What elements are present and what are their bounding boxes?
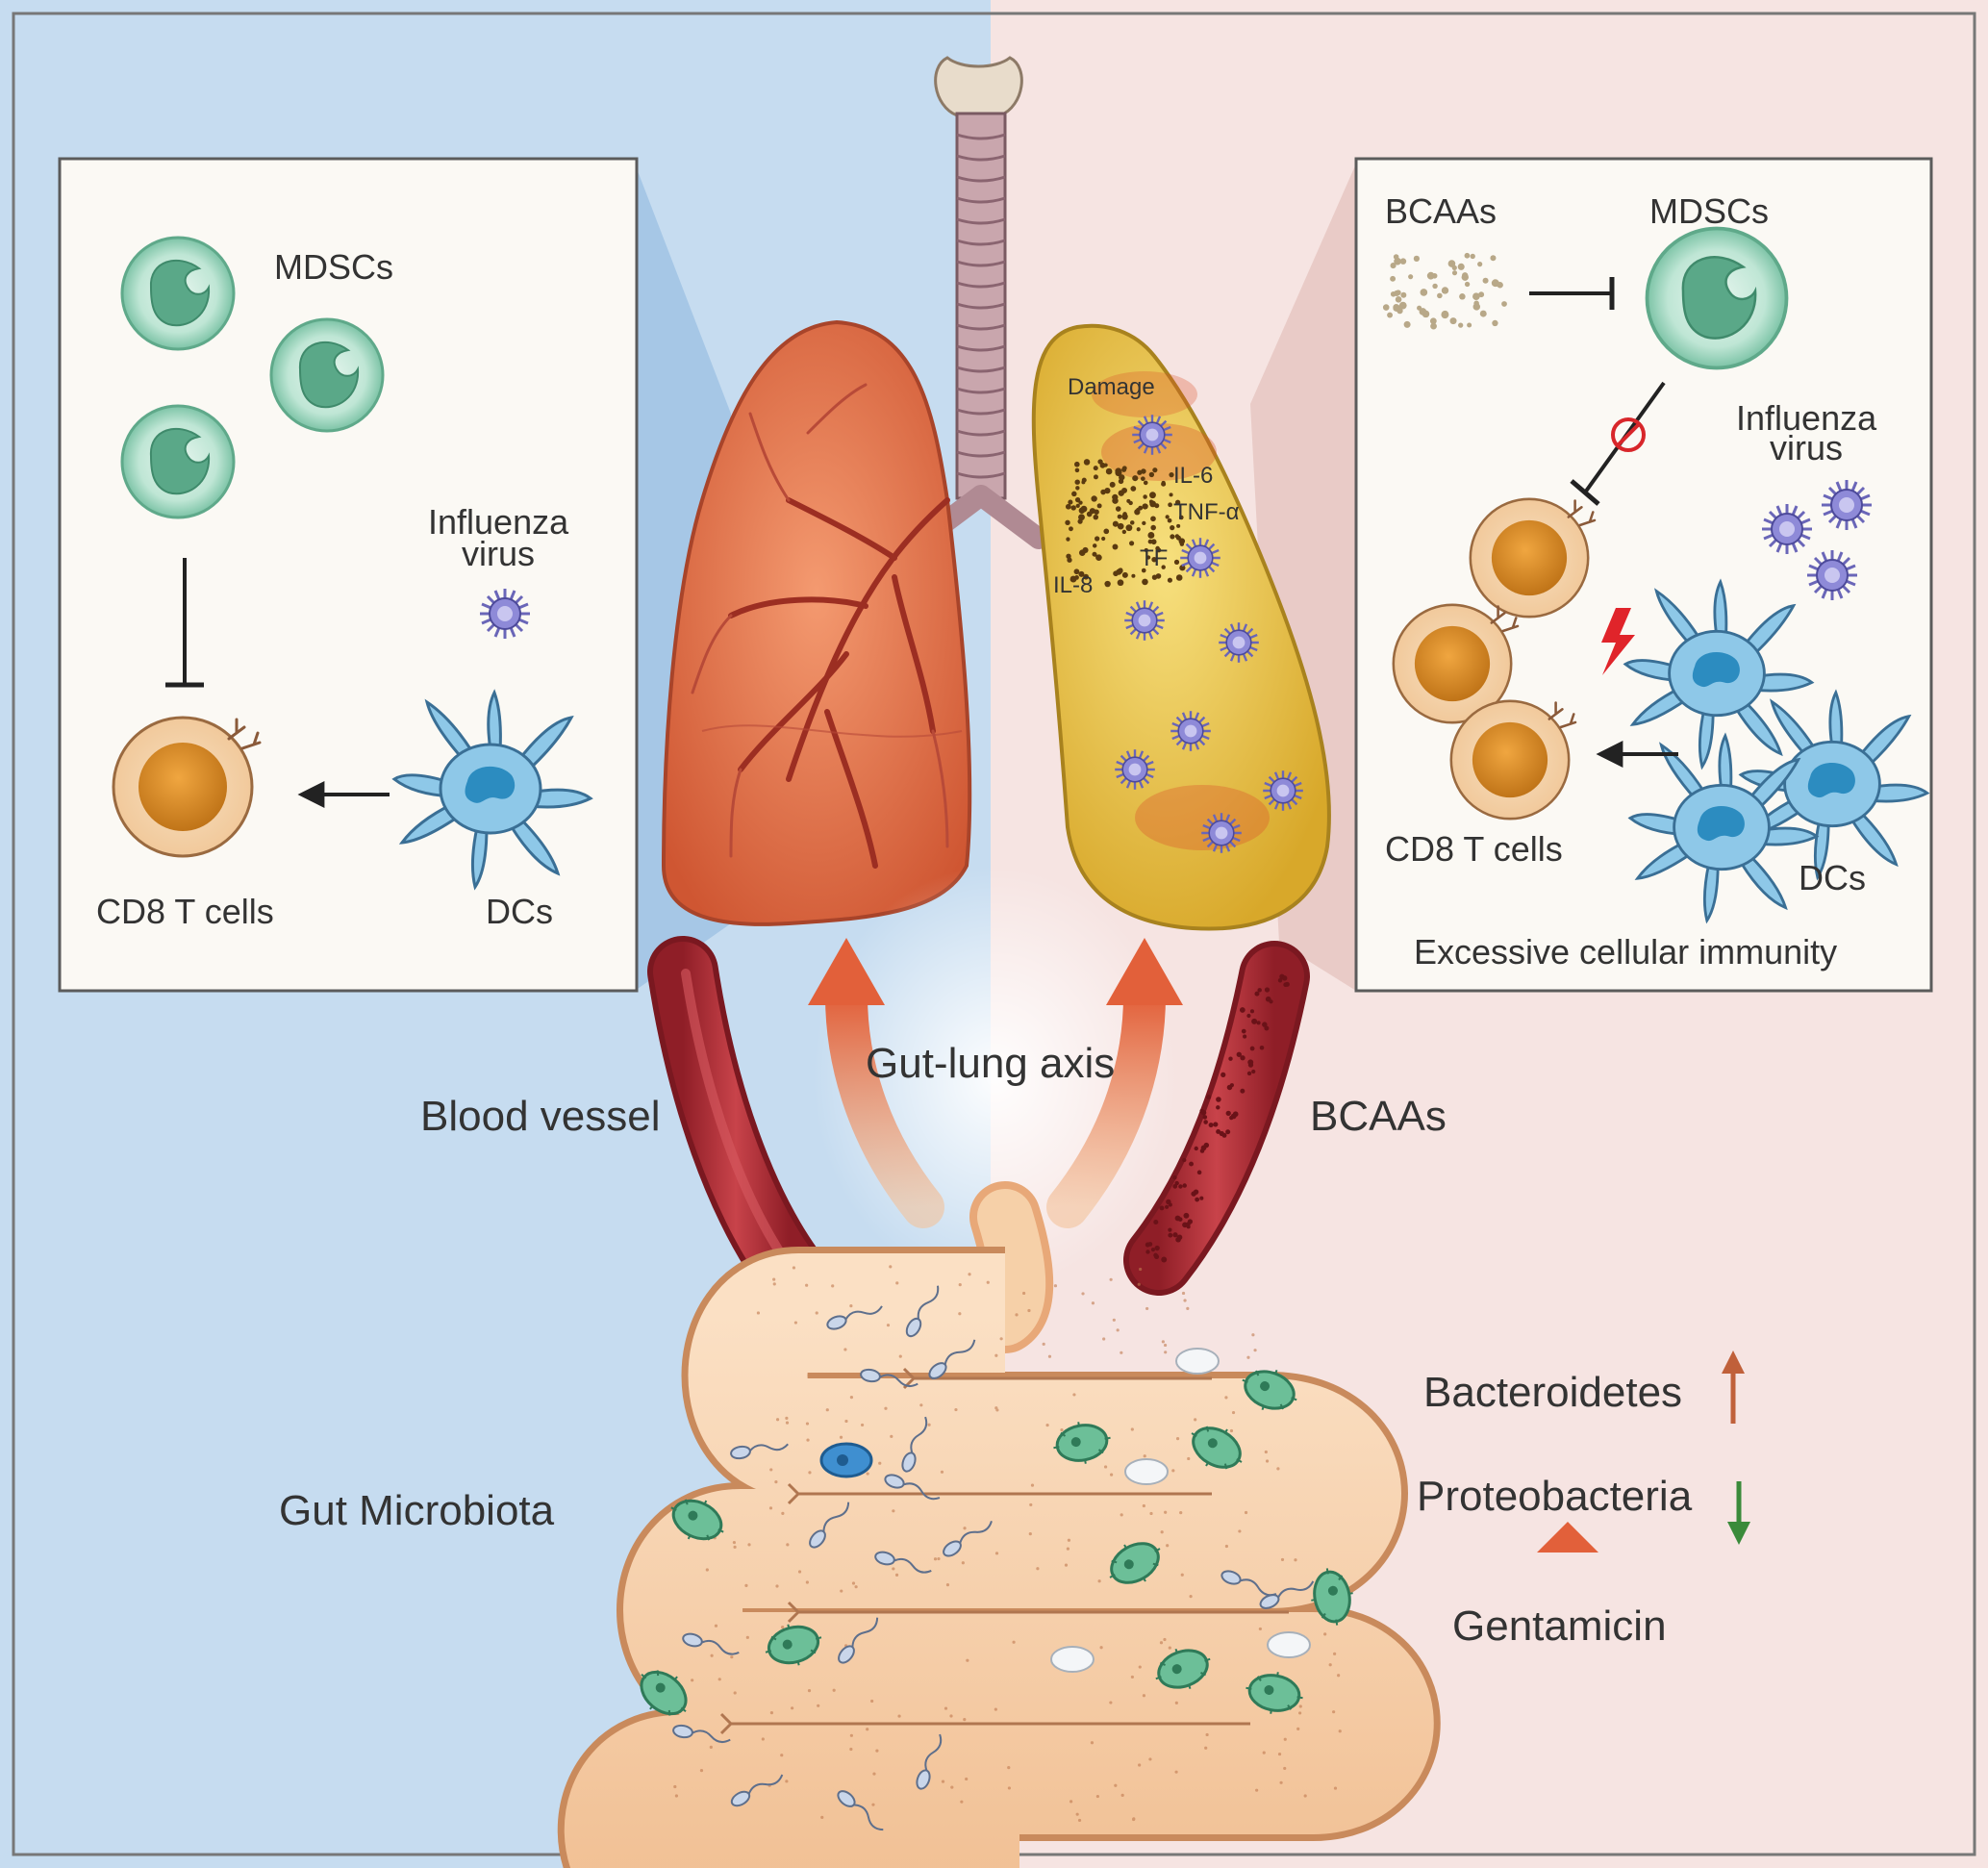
il6-label: IL-6 [1173, 463, 1213, 489]
decrease-arrow-icon [1727, 1481, 1750, 1545]
microbiota-changes: Bacteroidetes Proteobacteria Gentamicin [1417, 1351, 1750, 1650]
left-panel: MDSCs CD8 T cells Influenza virus DCs [58, 157, 639, 993]
bcaas-vessel-label: BCAAs [1310, 1093, 1447, 1140]
mdsc-cell [120, 236, 236, 351]
il8-label: IL-8 [1053, 572, 1093, 598]
left-influenza-label: Influenza [428, 502, 569, 542]
blocked-icon [1611, 417, 1646, 452]
damage-label: Damage [1068, 374, 1155, 400]
gut-lung-axis-arrow-right [1046, 938, 1183, 1228]
gut-lung-axis-label: Gut-lung axis [866, 1040, 1115, 1087]
bcaa-particles [1382, 252, 1507, 330]
right-panel: BCAAs MDSCs Influenza virus CD8 T cells … [1354, 157, 1933, 993]
proteobacteria-label: Proteobacteria [1417, 1473, 1693, 1520]
right-influenza-label: Influenza [1736, 398, 1877, 438]
left-virus-label: virus [462, 534, 535, 573]
trachea [913, 56, 1049, 549]
lightning-icon [1601, 608, 1635, 675]
mdsc-cell [120, 404, 236, 519]
tnf-label: TNF-α [1173, 499, 1240, 525]
right-virus-label: virus [1770, 428, 1843, 467]
gentamicin-arrow [1537, 1522, 1598, 1587]
left-dcs-label: DCs [486, 892, 553, 931]
bacteroidetes-label: Bacteroidetes [1423, 1369, 1682, 1416]
right-caption: Excessive cellular immunity [1414, 932, 1837, 972]
mdsc-cell [269, 317, 385, 433]
infected-lung [1031, 323, 1331, 931]
mdsc-cell [1645, 226, 1789, 370]
gentamicin-label: Gentamicin [1452, 1603, 1667, 1650]
right-cd8-label: CD8 T cells [1385, 829, 1563, 869]
increase-arrow-icon [1722, 1351, 1745, 1424]
right-bcaas-label: BCAAs [1385, 191, 1497, 231]
healthy-lung [661, 319, 972, 926]
gut-lung-axis-arrow-left [808, 938, 944, 1228]
gut-microbiota-label: Gut Microbiota [279, 1487, 555, 1534]
right-mdscs-label: MDSCs [1649, 191, 1769, 231]
lung-cytokine-labels: Damage IL-6 TNF-α TF IL-8 [1053, 374, 1240, 598]
blood-vessel-label: Blood vessel [420, 1093, 660, 1140]
left-cd8-label: CD8 T cells [96, 892, 274, 931]
tf-label: TF [1140, 545, 1168, 571]
blood-vessel-right [1123, 941, 1310, 1296]
left-mdscs-label: MDSCs [274, 247, 393, 287]
intestine [557, 1181, 1441, 1868]
blood-vessel-left [647, 936, 824, 1305]
right-dcs-label: DCs [1799, 858, 1866, 897]
